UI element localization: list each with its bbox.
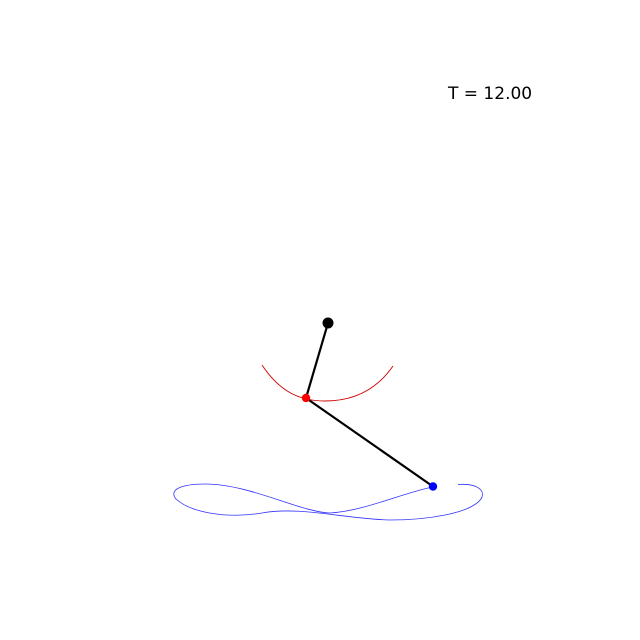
- first-bob: [301, 393, 311, 403]
- upper-rod: [304, 322, 330, 399]
- second-bob-trajectory: [173, 483, 483, 521]
- first-bob-trajectory: [261, 364, 394, 402]
- time-readout: T = 12.00: [448, 84, 533, 104]
- lower-rod: [305, 397, 434, 488]
- second-bob: [428, 482, 438, 491]
- pivot-point: [322, 317, 334, 329]
